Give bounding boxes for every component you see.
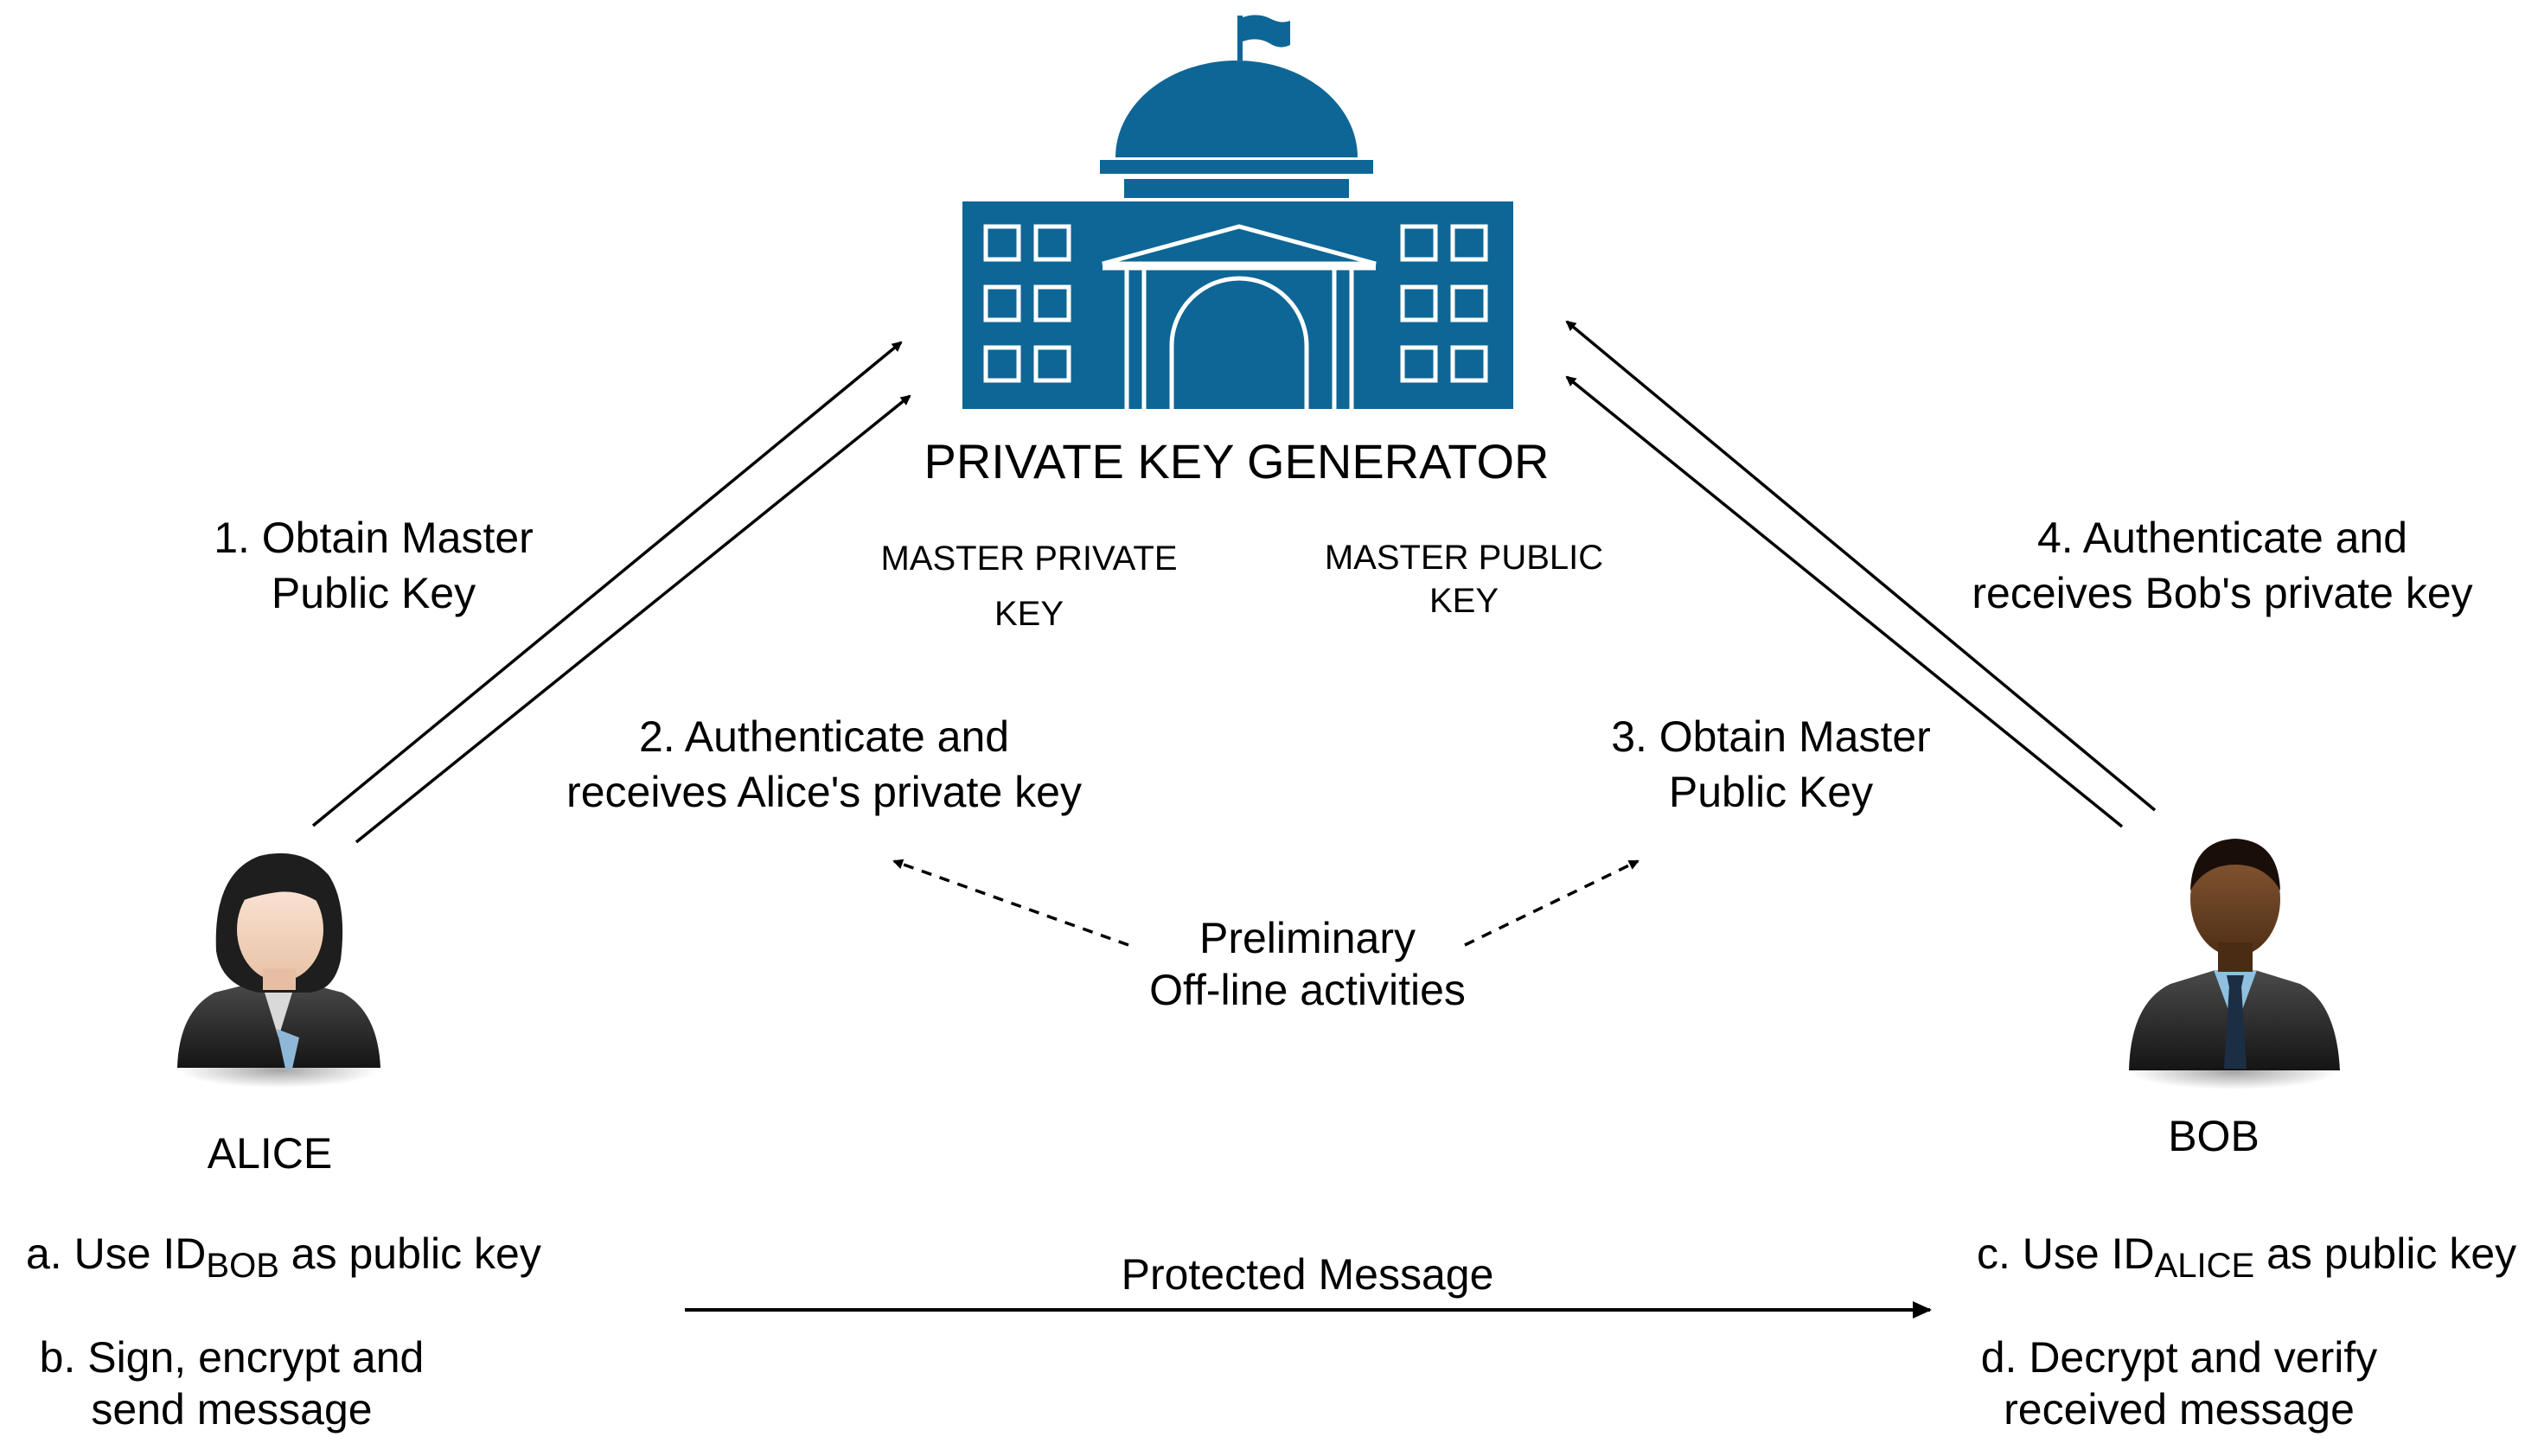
preliminary-arrows [892,859,1640,947]
bob-arrows [1565,320,2157,828]
bob-name: BOB [2168,1112,2260,1160]
preliminary-label: Preliminary Off-line activities [1149,914,1466,1014]
bob-step-d: d. Decrypt and verify received message [1980,1333,2378,1434]
step-2-label: 2. Authenticate and receives Alice's pri… [566,712,1082,816]
woman-avatar-icon [177,853,380,1088]
step-4-label: 4. Authenticate and receives Bob's priva… [1972,514,2473,617]
building-details [983,224,1488,409]
alice-arrows [311,341,911,844]
master-public-key-label: MASTER PUBLIC KEY [1324,539,1604,620]
man-avatar-icon [2129,839,2340,1089]
step-1-label: 1. Obtain Master Public Key [214,514,534,617]
alice-step-b: b. Sign, encrypt and send message [39,1333,425,1434]
alice-step-a: a. Use IDBOB as public key [26,1229,541,1285]
pkg-title: PRIVATE KEY GENERATOR [924,434,1550,489]
master-private-key-label: MASTER PRIVATE KEY [880,540,1178,633]
bob-step-c: c. Use IDALICE as public key [1977,1229,2517,1285]
alice-name: ALICE [207,1129,333,1178]
government-building-icon [962,15,1513,409]
protected-message-label: Protected Message [1121,1250,1494,1299]
step-3-label: 3. Obtain Master Public Key [1611,712,1931,816]
